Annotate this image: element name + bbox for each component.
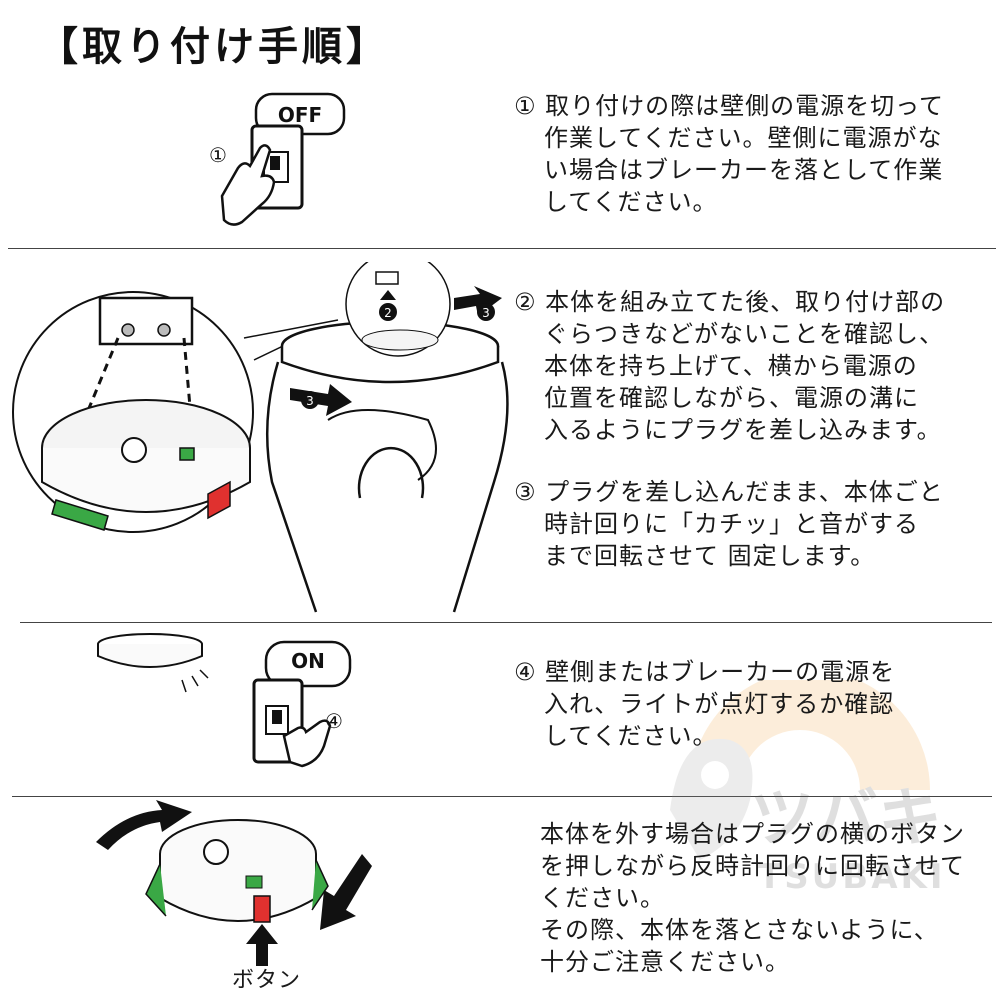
step2-badge: 2 xyxy=(384,306,392,320)
removal-line: 十分ご注意ください。 xyxy=(540,948,790,976)
step4-line: 入れ、ライトが点灯するか確認 xyxy=(544,690,895,718)
removal-line: ください。 xyxy=(540,884,665,912)
on-label: ON xyxy=(291,649,325,673)
step2-line: 入るようにプラグを差し込みます。 xyxy=(544,416,942,444)
section-divider xyxy=(12,796,992,797)
step3-badge: 3 xyxy=(306,394,314,408)
step1-switch-figure: OFF ① xyxy=(209,92,346,226)
step1-instructions: ① 取り付けの際は壁側の電源を切って 作業してください。壁側に電源がな い場合は… xyxy=(514,90,944,218)
step2-line: ぐらつきなどがないことを確認し、 xyxy=(544,320,944,348)
step1-line: ① 取り付けの際は壁側の電源を切って xyxy=(514,92,944,120)
step3-instructions: ③ プラグを差し込んだまま、本体ごと 時計回りに「カチッ」と音がする まで回転さ… xyxy=(514,476,944,572)
step1-marker: ① xyxy=(209,143,227,167)
step4-line: してください。 xyxy=(544,722,718,750)
step1-line: 作業してください。壁側に電源がな xyxy=(544,124,943,152)
page-title: 【取り付け手順】 xyxy=(38,24,390,70)
off-label: OFF xyxy=(278,103,322,127)
step4-light-figure xyxy=(97,633,209,693)
step2-line: ② 本体を組み立てた後、取り付け部の xyxy=(514,288,946,316)
removal-line: その際、本体を落とさないように、 xyxy=(540,916,939,944)
step4-switch-figure: ON ④ xyxy=(252,640,352,768)
step3-line: 時計回りに「カチッ」と音がする xyxy=(544,510,919,538)
button-callout-label: ボタン xyxy=(232,968,302,993)
removal-instructions: 本体を外す場合はプラグの横のボタン を押しながら反時計回りに回転させて ください… xyxy=(540,818,965,978)
step2-instructions: ② 本体を組み立てた後、取り付け部の ぐらつきなどがないことを確認し、 本体を持… xyxy=(514,286,945,446)
step2-line: 位置を確認しながら、電源の溝に xyxy=(544,384,919,412)
step3-line: ③ プラグを差し込んだまま、本体ごと xyxy=(514,478,944,506)
step1-line: してください。 xyxy=(544,188,718,216)
removal-line: を押しながら反時計回りに回転させて xyxy=(540,852,965,880)
step2-line: 本体を持ち上げて、横から電源の xyxy=(544,352,918,380)
step4-line: ④ 壁側またはブレーカーの電源を xyxy=(514,658,896,686)
section-divider xyxy=(8,248,996,249)
step1-line: い場合はブレーカーを落として作業 xyxy=(544,156,944,184)
step2-assembly-figure: 2 3 3 xyxy=(12,262,509,613)
step4-marker: ④ xyxy=(325,709,343,733)
section-divider xyxy=(20,622,992,623)
step4-instructions: ④ 壁側またはブレーカーの電源を 入れ、ライトが点灯するか確認 してください。 xyxy=(514,656,895,752)
step3-line: まで回転させて 固定します。 xyxy=(544,542,876,570)
removal-figure xyxy=(96,800,372,966)
step3-badge: 3 xyxy=(482,306,490,320)
removal-line: 本体を外す場合はプラグの横のボタン xyxy=(540,820,965,848)
